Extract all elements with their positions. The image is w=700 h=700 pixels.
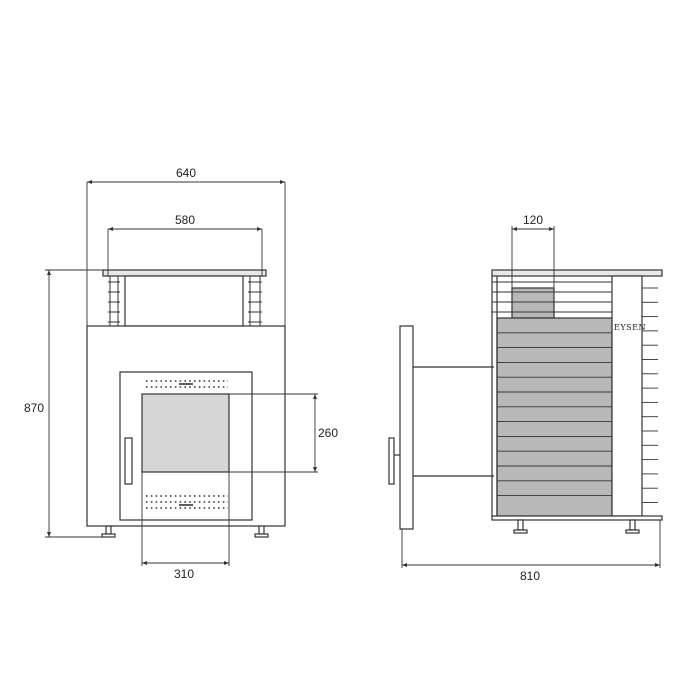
- front-foot-left-base: [101, 533, 116, 538]
- side-rails: [492, 281, 658, 503]
- bottom-vent-slots: [146, 495, 228, 509]
- side-stone-body: [496, 317, 613, 517]
- dim-front-height: 870: [24, 401, 44, 415]
- front-foot-right-base: [254, 533, 269, 538]
- door-handle: [124, 437, 133, 485]
- dim-front-inner-width: 580: [175, 213, 195, 227]
- dim-glass-height: 260: [318, 426, 338, 440]
- side-right-panel: [611, 275, 643, 517]
- front-left-rails: [108, 276, 120, 326]
- dim-door-width: 310: [174, 567, 194, 581]
- side-dimensions: [401, 226, 661, 568]
- front-foot-left: [105, 525, 112, 535]
- front-right-rails: [248, 276, 262, 326]
- top-vent-slots: [146, 380, 228, 388]
- side-foot-right: [629, 519, 636, 531]
- side-view: [388, 269, 663, 534]
- front-dimensions: [45, 181, 318, 566]
- dim-side-depth: 810: [520, 569, 540, 583]
- side-handle-grip: [388, 437, 395, 485]
- brand-label: EYSEN: [614, 323, 646, 332]
- front-stone-container: [124, 275, 244, 327]
- side-foot-right-base: [625, 529, 640, 534]
- front-foot-right: [258, 525, 265, 535]
- side-foot-left: [517, 519, 524, 531]
- side-bottom-plate: [491, 515, 663, 521]
- front-top-plate: [102, 269, 267, 277]
- side-foot-left-base: [513, 529, 528, 534]
- side-top-plate: [491, 269, 663, 277]
- side-door-plate: [399, 325, 414, 530]
- front-view: [86, 269, 286, 538]
- dim-front-width: 640: [176, 166, 196, 180]
- dim-side-top-width: 120: [523, 213, 543, 227]
- side-dimension-arrows: [402, 227, 660, 567]
- front-dimension-arrows: [47, 180, 317, 565]
- front-glass: [141, 393, 230, 473]
- side-stone-box: [511, 287, 555, 319]
